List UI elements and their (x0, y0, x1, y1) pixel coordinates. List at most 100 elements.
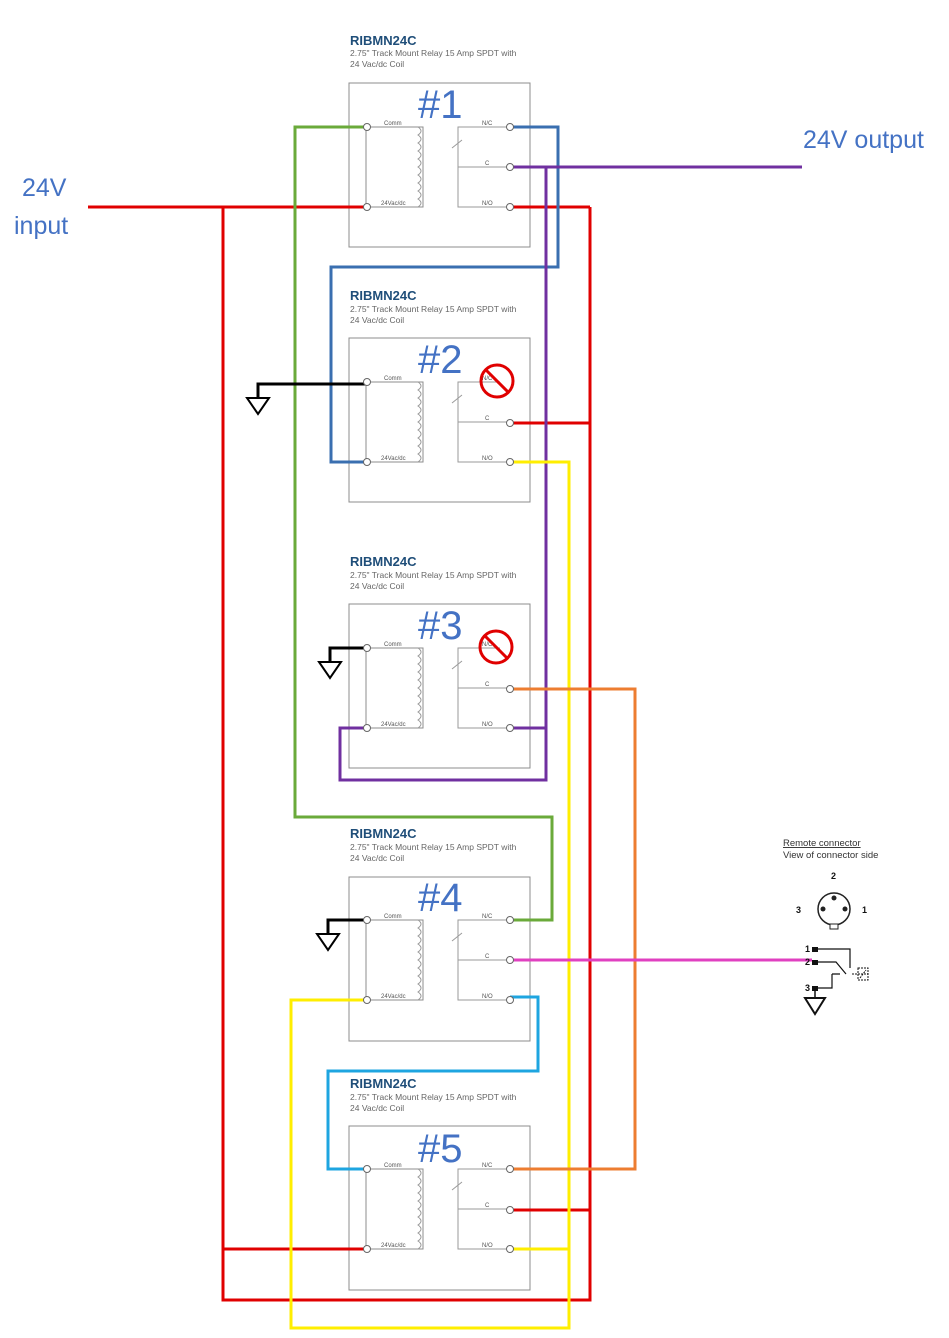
ground-relay-2 (245, 382, 367, 416)
coil-frame (365, 1168, 424, 1250)
pin-comm-label: Comm (384, 914, 402, 920)
terminals (363, 123, 514, 1253)
relay-model-label: RIBMN24C (350, 33, 417, 48)
relay-model-label: RIBMN24C (350, 826, 417, 841)
coil-symbol (417, 1168, 422, 1250)
not-used-icon (478, 629, 514, 665)
relay-number-label: #4 (418, 876, 463, 920)
relay-description-line2: 24 Vac/dc Coil (350, 315, 404, 325)
pin-nc-label: N/C (482, 1163, 493, 1169)
relay-housing (348, 876, 531, 1042)
connector-title: Remote connector (783, 838, 861, 849)
pin-coil-label: 24Vac/dc (381, 1243, 406, 1249)
pin-nc-label: N/C (482, 642, 493, 648)
coil-symbol (417, 919, 422, 1001)
pin-nc-label: N/C (482, 121, 493, 127)
schematic-pin3-label: 3 (805, 983, 810, 993)
connector-pin3-label: 3 (796, 905, 801, 915)
wire-purple-24v-output (338, 165, 802, 782)
relay-description-line1: 2.75" Track Mount Relay 15 Amp SPDT with (350, 842, 517, 852)
switch-contacts (451, 919, 510, 1001)
pin-c-label: C (485, 161, 490, 167)
pin-c-label: C (485, 1203, 490, 1209)
output-label: 24V output (803, 126, 924, 154)
pin-nc-label: N/C (482, 376, 493, 382)
coil-frame (365, 919, 424, 1001)
switch-contacts (451, 647, 510, 729)
relay-housing (348, 1125, 531, 1291)
coil-symbol (417, 647, 422, 729)
relay-5: RIBMN24C 2.75" Track Mount Relay 15 Amp … (348, 1076, 531, 1291)
wire-red-24v-input (88, 205, 592, 1302)
input-voltage-label: 24V (22, 174, 67, 202)
relay-housing (348, 82, 531, 248)
ground-icon (803, 988, 827, 1016)
connector-pin1-label: 1 (862, 905, 867, 915)
coil-symbol (417, 126, 422, 208)
pin-comm-label: Comm (384, 376, 402, 382)
pin-coil-label: 24Vac/dc (381, 456, 406, 462)
relay-3: RIBMN24C 2.75" Track Mount Relay 15 Amp … (348, 554, 531, 769)
relay-model-label: RIBMN24C (350, 554, 417, 569)
coil-frame (365, 647, 424, 729)
switch-contacts (451, 126, 510, 208)
relay-description-line1: 2.75" Track Mount Relay 15 Amp SPDT with (350, 570, 517, 580)
relay-number-label: #3 (418, 604, 463, 648)
relay-description-line1: 2.75" Track Mount Relay 15 Amp SPDT with (350, 48, 517, 58)
relay-description-line2: 24 Vac/dc Coil (350, 1103, 404, 1113)
pin-coil-label: 24Vac/dc (381, 201, 406, 207)
relay-model-label: RIBMN24C (350, 288, 417, 303)
remote-switch-schematic (812, 947, 869, 991)
ground-icon (315, 933, 341, 952)
pin-coil-label: 24Vac/dc (381, 722, 406, 728)
coil-symbol (417, 381, 422, 463)
pin-no-label: N/O (482, 456, 493, 462)
ground-relay-3 (317, 646, 367, 680)
coil-frame (365, 381, 424, 463)
schematic-pin2-label: 2 (805, 957, 810, 967)
relay-description-line2: 24 Vac/dc Coil (350, 853, 404, 863)
relay-model-label: RIBMN24C (350, 1076, 417, 1091)
pin-no-label: N/O (482, 722, 493, 728)
pin-no-label: N/O (482, 201, 493, 207)
pin-coil-label: 24Vac/dc (381, 994, 406, 1000)
connector-pin2-label: 2 (831, 871, 836, 881)
relay-number-label: #1 (418, 83, 463, 127)
pin-nc-label: N/C (482, 914, 493, 920)
connector-face-icon (817, 892, 851, 930)
pin-no-label: N/O (482, 1243, 493, 1249)
coil-frame (365, 126, 424, 208)
pin-c-label: C (485, 682, 490, 688)
relay-number-label: #5 (418, 1127, 463, 1171)
wire-cyan (326, 995, 540, 1171)
pin-c-label: C (485, 954, 490, 960)
wire-green (293, 125, 554, 922)
pin-comm-label: Comm (384, 121, 402, 127)
ground-icon (245, 397, 271, 416)
input-label: input (14, 212, 68, 240)
relay-description-line1: 2.75" Track Mount Relay 15 Amp SPDT with (350, 1092, 517, 1102)
pin-comm-label: Comm (384, 1163, 402, 1169)
relay-description-line2: 24 Vac/dc Coil (350, 581, 404, 591)
pin-c-label: C (485, 416, 490, 422)
remote-connector: Remote connector View of connector side … (783, 838, 878, 1016)
switch-contacts (451, 1168, 510, 1250)
wire-blue (329, 125, 560, 464)
pin-no-label: N/O (482, 994, 493, 1000)
wire-orange (510, 687, 637, 1171)
relay-description-line2: 24 Vac/dc Coil (350, 59, 404, 69)
connector-subtitle: View of connector side (783, 850, 878, 861)
switch-contacts (451, 381, 510, 463)
wire-yellow (289, 460, 571, 1330)
relay-4: RIBMN24C 2.75" Track Mount Relay 15 Amp … (348, 826, 531, 1042)
not-used-icon (479, 363, 515, 399)
ground-icon (317, 661, 343, 680)
relay-1: RIBMN24C 2.75" Track Mount Relay 15 Amp … (348, 33, 531, 248)
ground-relay-4 (315, 918, 367, 952)
relay-2: RIBMN24C 2.75" Track Mount Relay 15 Amp … (348, 288, 531, 503)
pin-comm-label: Comm (384, 642, 402, 648)
relay-description-line1: 2.75" Track Mount Relay 15 Amp SPDT with (350, 304, 517, 314)
schematic-pin1-label: 1 (805, 944, 810, 954)
relay-number-label: #2 (418, 338, 463, 382)
